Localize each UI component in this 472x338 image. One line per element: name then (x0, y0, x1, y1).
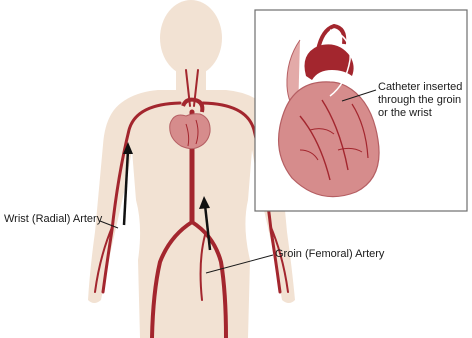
catheter-label-line-1: Catheter inserted (378, 81, 462, 94)
catheter-label-line-2: through the groin (378, 94, 462, 107)
catheter-label-line-3: or the wrist (378, 107, 462, 120)
radial-artery-label: Wrist (Radial) Artery (4, 213, 102, 226)
catheter-label: Catheter inserted through the groin or t… (378, 81, 462, 120)
femoral-artery-label: Groin (Femoral) Artery (275, 248, 384, 261)
